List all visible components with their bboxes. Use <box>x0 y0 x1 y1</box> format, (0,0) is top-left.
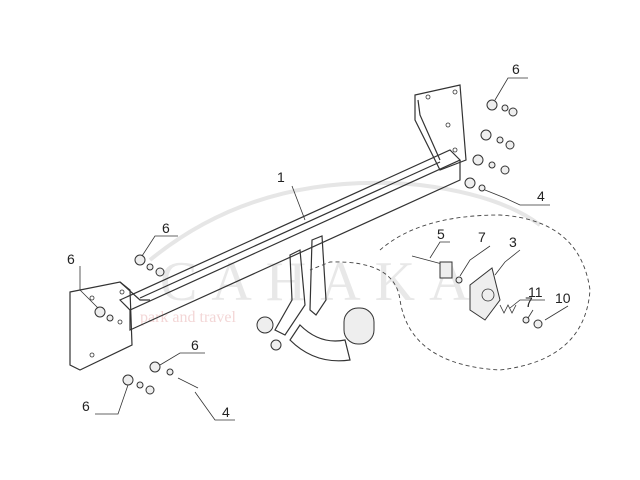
part-numbers: 6 1 4 6 5 7 3 6 11 7 10 6 6 4 <box>67 61 571 420</box>
svg-text:CAHAKA: CAHAKA <box>160 251 484 313</box>
label-6-left-upper: 6 <box>162 220 170 236</box>
label-4-right: 4 <box>537 188 545 204</box>
label-11: 11 <box>528 284 543 300</box>
svg-text:park and travel: park and travel <box>140 309 237 326</box>
label-7-upper: 7 <box>478 229 486 245</box>
socket-stub <box>256 316 274 334</box>
spring-11 <box>499 304 517 314</box>
main-crossbar <box>118 149 462 331</box>
label-6-top-right: 6 <box>512 61 520 77</box>
ball-mount-neck <box>256 235 375 362</box>
label-3: 3 <box>509 234 517 250</box>
label-10: 10 <box>555 290 571 306</box>
label-6-bottom-left: 6 <box>82 398 90 414</box>
watermark: CAHAKA park and travel <box>140 180 542 326</box>
label-7-lower: 7 <box>525 294 533 310</box>
bolt-5 <box>411 255 443 265</box>
right-bracket <box>414 84 467 171</box>
electrical-detail-callout <box>309 214 591 371</box>
label-6-left-plate: 6 <box>67 251 75 267</box>
label-6-bottom-mid: 6 <box>191 337 199 353</box>
label-5: 5 <box>437 226 445 242</box>
tow-ball <box>343 307 375 345</box>
fasteners <box>94 99 518 395</box>
leader-lines <box>79 77 569 421</box>
plate <box>439 261 453 279</box>
left-bracket <box>69 281 150 371</box>
label-4-bottom: 4 <box>222 404 230 420</box>
label-1: 1 <box>277 169 285 185</box>
socket-bracket-3 <box>469 267 501 321</box>
